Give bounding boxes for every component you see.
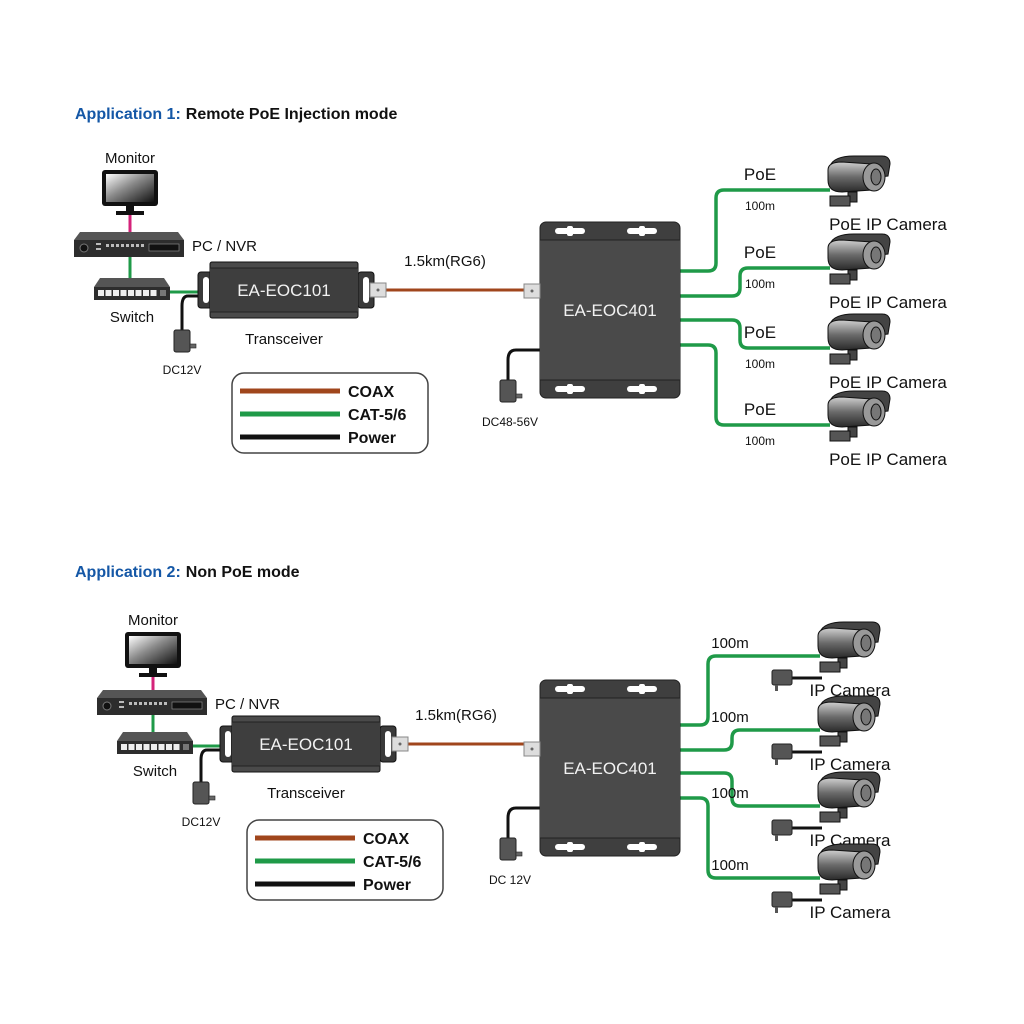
- switch-icon: [117, 732, 193, 754]
- hub-power-adapter-icon: [499, 837, 523, 861]
- cable-distance-label: 100m: [711, 709, 749, 726]
- cable-distance-label: 100m: [745, 357, 775, 371]
- ip-camera-icon: [827, 390, 891, 442]
- transceiver-power-adapter-icon: [192, 781, 216, 805]
- cable-distance-label: 100m: [711, 635, 749, 652]
- nvr-label: PC / NVR: [215, 696, 280, 713]
- transceiver-caption: Transceiver: [245, 331, 323, 348]
- ip-camera-icon: [827, 155, 891, 207]
- hub-model-label: EA-EOC401: [563, 759, 657, 778]
- monitor-icon: [125, 632, 181, 677]
- hub-power-adapter-icon: [499, 379, 523, 403]
- link-type-label: PoE: [744, 400, 776, 419]
- nvr-label: PC / NVR: [192, 238, 257, 255]
- hub-model-label: EA-EOC401: [563, 301, 657, 320]
- ip-camera-icon: [817, 621, 881, 673]
- camera-label: IP Camera: [810, 903, 891, 922]
- switch-label: Switch: [133, 763, 177, 780]
- cable-distance-label: 100m: [711, 785, 749, 802]
- ip-camera-icon: [827, 313, 891, 365]
- power-cable: [180, 294, 220, 330]
- camera-4[interactable]: 100m IP Camera: [711, 843, 891, 922]
- cat-cable-camera: [680, 343, 830, 427]
- camera-1[interactable]: 100m IP Camera: [711, 621, 891, 700]
- switch-label: Switch: [110, 309, 154, 326]
- transceiver-ea-eoc101[interactable]: EA-EOC101: [219, 715, 409, 773]
- ip-camera-icon: [817, 771, 881, 823]
- legend-label-coax: COAX: [348, 384, 395, 401]
- transceiver-model-label: EA-EOC101: [237, 281, 331, 300]
- cat-cable-camera: [680, 318, 830, 350]
- cable-distance-label: 100m: [745, 277, 775, 291]
- cable-distance-label: 100m: [745, 199, 775, 213]
- application-mode: Remote PoE Injection mode: [186, 106, 398, 123]
- transceiver-caption: Transceiver: [267, 785, 345, 802]
- hub-power-label: DC 12V: [489, 873, 531, 887]
- transceiver-power-label: DC12V: [182, 815, 221, 829]
- transceiver-power-adapter-icon: [173, 329, 197, 353]
- cat-cable-camera: [680, 728, 820, 752]
- camera-label: IP Camera: [810, 681, 891, 700]
- camera-label: PoE IP Camera: [829, 373, 947, 392]
- cat-cable-camera: [680, 796, 820, 880]
- legend-label-power: Power: [363, 877, 411, 894]
- application-number: Application 1:: [75, 106, 181, 123]
- coax-distance-label: 1.5km(RG6): [404, 253, 486, 270]
- coax-distance-label: 1.5km(RG6): [415, 707, 497, 724]
- camera-label: PoE IP Camera: [829, 215, 947, 234]
- hub-power-label: DC48-56V: [482, 415, 538, 429]
- camera-label: PoE IP Camera: [829, 450, 947, 469]
- link-type-label: PoE: [744, 243, 776, 262]
- application-1: Application 1: Remote PoE Injection modeM…: [74, 106, 947, 469]
- camera-2[interactable]: 100m IP Camera: [711, 695, 891, 774]
- application-number: Application 2:: [75, 564, 181, 581]
- monitor-label: Monitor: [105, 150, 155, 167]
- camera-power-adapter-icon: [771, 819, 793, 841]
- ip-camera-icon: [827, 233, 891, 285]
- monitor-icon: [102, 170, 158, 215]
- camera-power-adapter-icon: [771, 891, 793, 913]
- application-mode: Non PoE mode: [186, 564, 300, 581]
- power-cable: [199, 748, 242, 782]
- cable-distance-label: 100m: [711, 857, 749, 874]
- transceiver-model-label: EA-EOC101: [259, 735, 353, 754]
- cat-cable-camera: [680, 771, 820, 808]
- application-title: Application 1: Remote PoE Injection mode: [75, 106, 397, 123]
- hub-ea-eoc401[interactable]: EA-EOC401: [523, 679, 681, 857]
- legend-label-cat: CAT-5/6: [348, 407, 406, 424]
- ip-camera-icon: [817, 843, 881, 895]
- nvr-icon: [74, 232, 184, 257]
- application-title: Application 2: Non PoE mode: [75, 564, 300, 581]
- camera-label: IP Camera: [810, 755, 891, 774]
- cat-cable-camera: [680, 654, 820, 727]
- hub-ea-eoc401[interactable]: EA-EOC401: [523, 221, 681, 399]
- cat-cable-camera: [680, 188, 830, 273]
- legend-label-power: Power: [348, 430, 396, 447]
- switch-icon: [94, 278, 170, 300]
- monitor-label: Monitor: [128, 612, 178, 629]
- camera-power-adapter-icon: [771, 669, 793, 691]
- transceiver-power-label: DC12V: [163, 363, 202, 377]
- power-cable: [506, 348, 540, 382]
- link-type-label: PoE: [744, 323, 776, 342]
- legend-label-cat: CAT-5/6: [363, 854, 421, 871]
- power-cable: [506, 806, 540, 840]
- camera-label: PoE IP Camera: [829, 293, 947, 312]
- ip-camera-icon: [817, 695, 881, 747]
- cable-distance-label: 100m: [745, 434, 775, 448]
- nvr-icon: [97, 690, 207, 715]
- camera-power-adapter-icon: [771, 743, 793, 765]
- transceiver-ea-eoc101[interactable]: EA-EOC101: [197, 261, 387, 319]
- cat-cable-camera: [680, 266, 830, 298]
- link-type-label: PoE: [744, 165, 776, 184]
- legend-label-coax: COAX: [363, 831, 410, 848]
